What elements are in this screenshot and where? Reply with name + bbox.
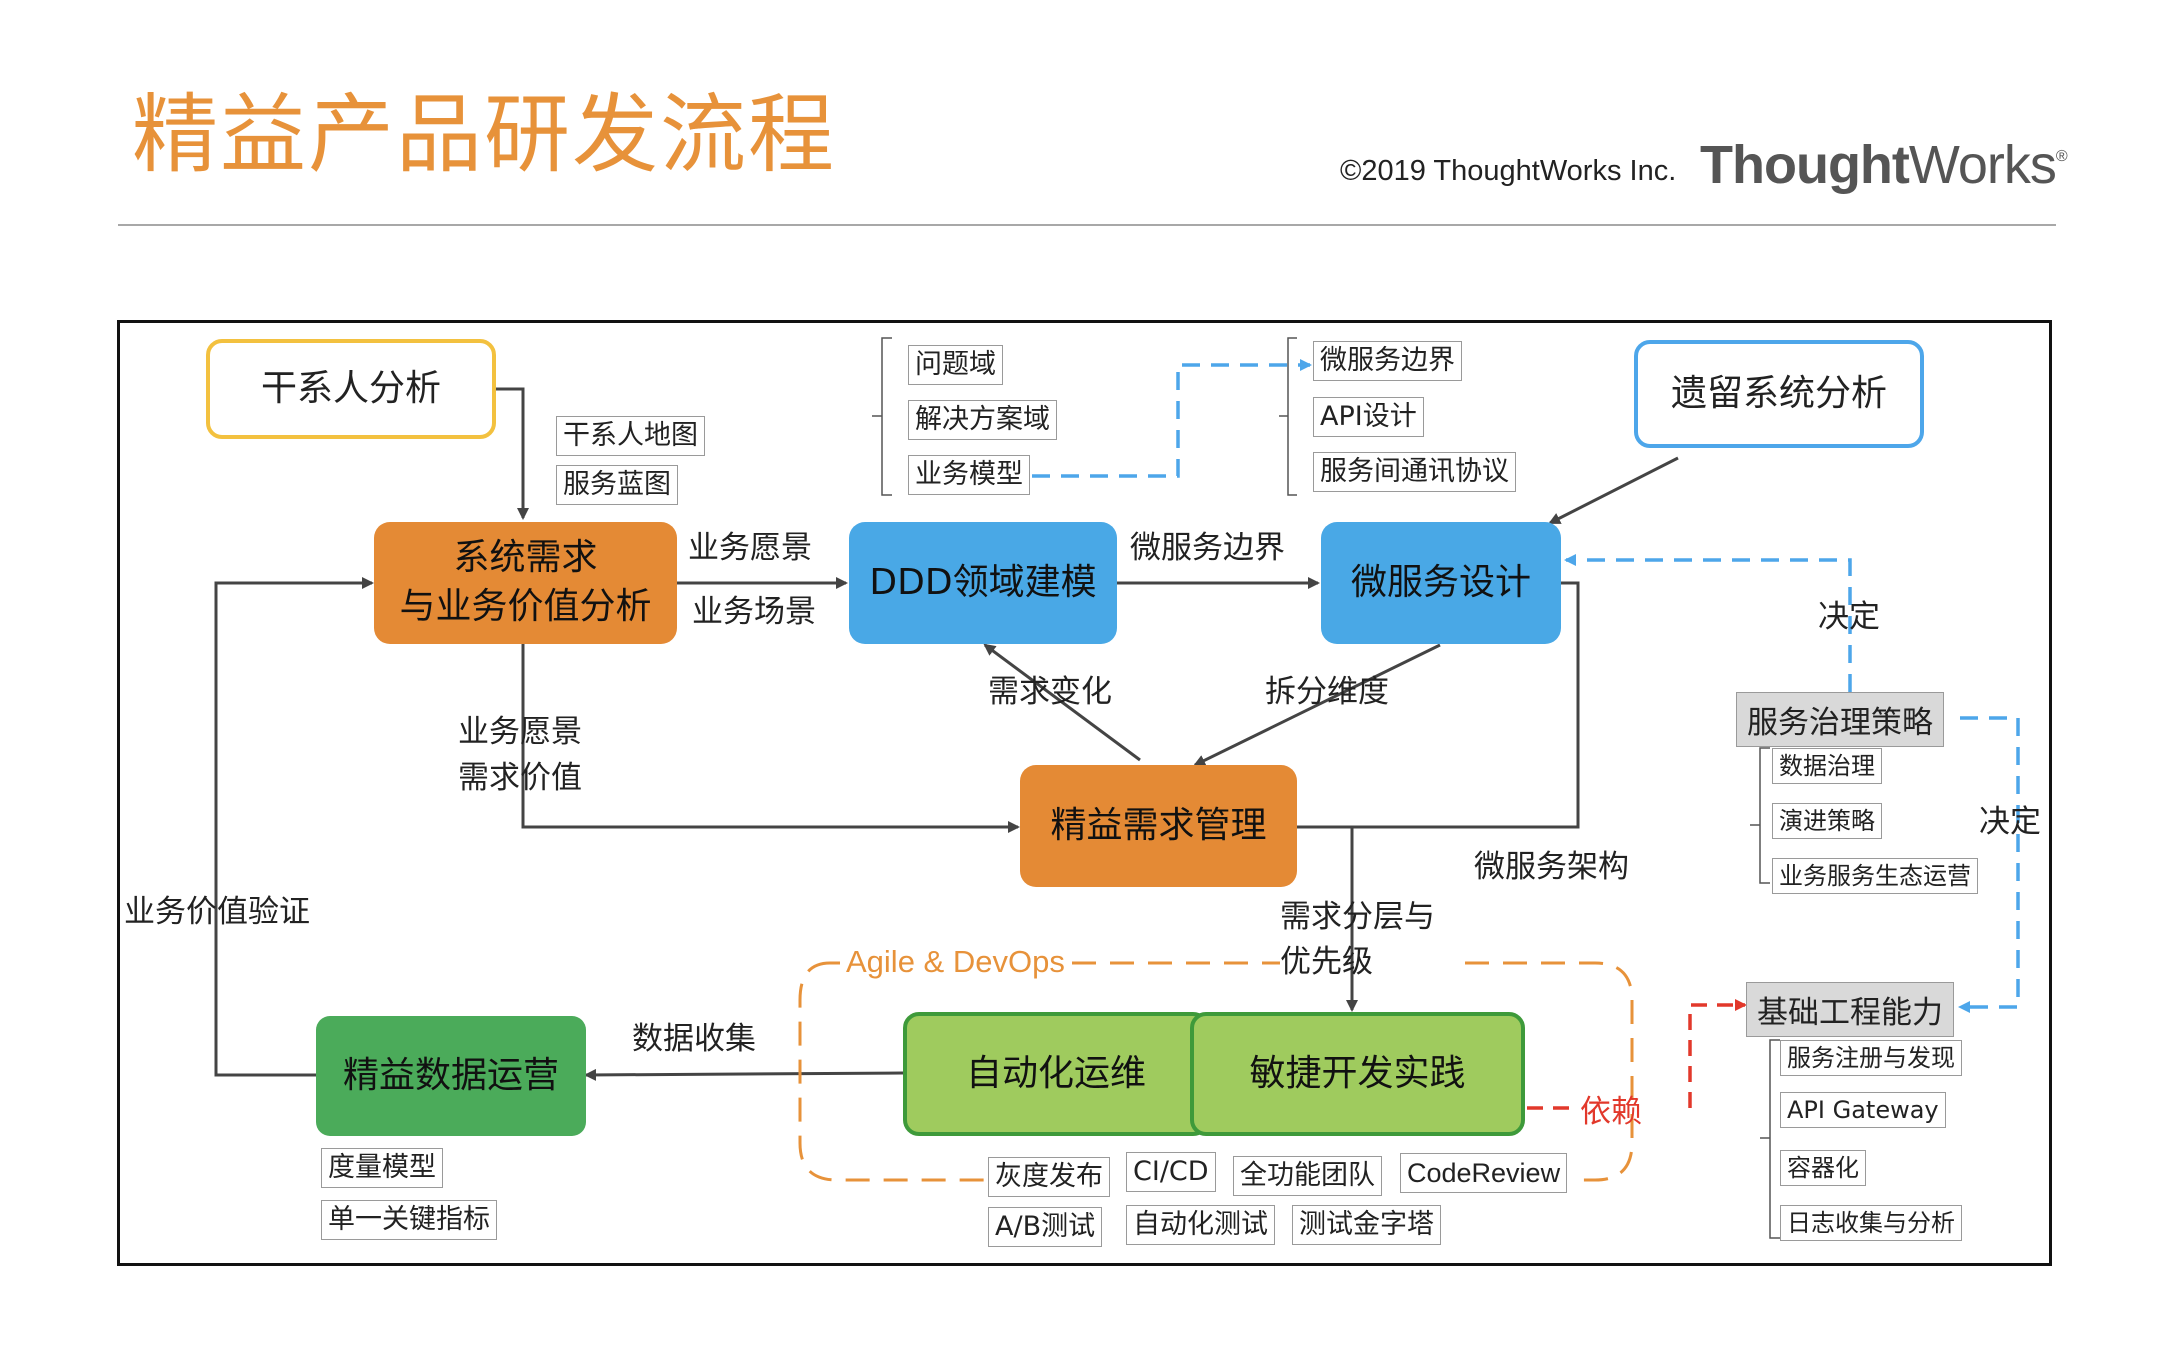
lean-data-ops-node: 精益数据运营 <box>316 1016 586 1136</box>
tag-service-blueprint: 服务蓝图 <box>556 465 678 506</box>
label-vision-value-2: 需求价值 <box>458 760 582 796</box>
tag-automated-test: 自动化测试 <box>1126 1205 1275 1246</box>
tag-problem-domain: 问题域 <box>908 345 1003 386</box>
lean-data-label: 精益数据运营 <box>342 1054 559 1096</box>
tag-canary-release: 灰度发布 <box>988 1157 1110 1198</box>
legacy-analysis-node: 遗留系统分析 <box>1634 340 1924 448</box>
logo-bold-text: Thought <box>1700 135 1910 195</box>
header-divider <box>118 224 2056 226</box>
tag-containerization: 容器化 <box>1780 1150 1866 1187</box>
tag-api-gateway: API Gateway <box>1780 1092 1946 1129</box>
page-title: 精益产品研发流程 <box>132 85 836 185</box>
tag-omtm: 单一关键指标 <box>321 1200 497 1241</box>
dashed-depend-to-infra <box>1527 1005 1745 1110</box>
arrow-microservice-to-lean <box>1193 643 1441 767</box>
requirements-label-line2: 与业务价值分析 <box>399 586 652 627</box>
tag-inter-service-protocol: 服务间通讯协议 <box>1313 452 1516 493</box>
registered-mark: ® <box>2055 148 2068 165</box>
copyright-text: ©2019 ThoughtWorks Inc. <box>1340 155 1677 187</box>
stakeholder-analysis-node: 干系人分析 <box>206 339 496 439</box>
agile-practice-label: 敏捷开发实践 <box>1249 1052 1466 1094</box>
lean-requirements-node: 精益需求管理 <box>1020 765 1297 887</box>
label-decide-right: 决定 <box>1979 804 2041 840</box>
label-business-vision: 业务愿景 <box>688 530 812 566</box>
tag-data-governance: 数据治理 <box>1772 748 1882 785</box>
microservice-design-label: 微服务设计 <box>1350 561 1531 603</box>
label-split-dimension: 拆分维度 <box>1265 674 1389 710</box>
tag-service-discovery: 服务注册与发现 <box>1780 1040 1962 1077</box>
requirements-label-line1: 系统需求 <box>453 537 598 579</box>
tag-evolution-strategy: 演进策略 <box>1772 803 1882 840</box>
label-decide-top: 决定 <box>1818 599 1880 635</box>
tag-business-model: 业务模型 <box>908 455 1030 496</box>
tag-log-collection: 日志收集与分析 <box>1780 1205 1962 1242</box>
tag-ab-test: A/B测试 <box>988 1207 1103 1248</box>
label-layering-2: 优先级 <box>1280 944 1373 980</box>
legacy-label: 遗留系统分析 <box>1670 372 1887 414</box>
tag-metric-model: 度量模型 <box>321 1148 443 1189</box>
tag-stakeholder-map: 干系人地图 <box>556 416 705 457</box>
thoughtworks-logo: ThoughtWorks® <box>1700 134 2068 196</box>
stakeholder-label: 干系人分析 <box>260 367 441 409</box>
tag-ci-cd: CI/CD <box>1126 1152 1216 1193</box>
arrow-data-to-requirements <box>214 577 374 1077</box>
label-requirement-change: 需求变化 <box>988 674 1112 710</box>
dashed-ddd-to-microservice-tags <box>1032 359 1312 478</box>
tag-api-design: API设计 <box>1313 397 1424 438</box>
tag-business-ecosystem: 业务服务生态运营 <box>1772 858 1978 895</box>
tag-test-pyramid: 测试金字塔 <box>1292 1205 1441 1246</box>
label-business-value-verify: 业务价值验证 <box>124 894 310 930</box>
line-microservice-architecture <box>1296 581 1580 829</box>
tag-cross-functional-team: 全功能团队 <box>1233 1156 1382 1197</box>
tag-ms-boundary: 微服务边界 <box>1313 341 1462 382</box>
auto-ops-label: 自动化运维 <box>965 1052 1146 1094</box>
agile-practice-node: 敏捷开发实践 <box>1190 1012 1525 1136</box>
label-layering-1: 需求分层与 <box>1280 899 1435 935</box>
logo-regular-text: Works <box>1908 135 2057 195</box>
diagram-frame <box>117 320 2052 1266</box>
bracket-ddd-tags <box>872 337 892 496</box>
tag-solution-domain: 解决方案域 <box>908 400 1057 441</box>
label-agile-devops: Agile & DevOps <box>846 944 1065 979</box>
arrow-autoops-to-data <box>584 1068 904 1081</box>
lean-requirements-label: 精益需求管理 <box>1050 804 1267 846</box>
arrow-requirements-to-lean <box>521 644 1020 833</box>
tag-code-review: CodeReview <box>1400 1153 1568 1194</box>
arrow-stakeholder-to-requirements <box>495 387 529 520</box>
dashed-governance-to-infra <box>1958 716 2020 1013</box>
auto-ops-node: 自动化运维 <box>903 1012 1209 1136</box>
label-business-scenario: 业务场景 <box>692 594 816 630</box>
requirements-analysis-node: 系统需求 与业务价值分析 <box>374 522 677 644</box>
bracket-infra-tags <box>1760 1039 1780 1239</box>
infra-capability-box: 基础工程能力 <box>1746 982 1954 1037</box>
label-vision-value-1: 业务愿景 <box>458 714 582 750</box>
microservice-design-node: 微服务设计 <box>1321 522 1561 644</box>
bracket-governance-tags <box>1750 747 1770 884</box>
label-ms-architecture: 微服务架构 <box>1474 849 1629 885</box>
dashed-governance-to-microservice <box>1564 554 1852 692</box>
label-data-collection: 数据收集 <box>632 1021 756 1057</box>
ddd-label: DDD领域建模 <box>869 561 1097 603</box>
bracket-microservice-tags <box>1279 337 1297 496</box>
label-ms-boundary: 微服务边界 <box>1130 530 1285 566</box>
service-governance-box: 服务治理策略 <box>1736 692 1944 747</box>
arrow-lean-to-ddd <box>983 643 1141 762</box>
ddd-modeling-node: DDD领域建模 <box>849 522 1117 644</box>
arrow-legacy-to-microservice <box>1548 456 1679 525</box>
label-depend: 依赖 <box>1580 1094 1642 1130</box>
